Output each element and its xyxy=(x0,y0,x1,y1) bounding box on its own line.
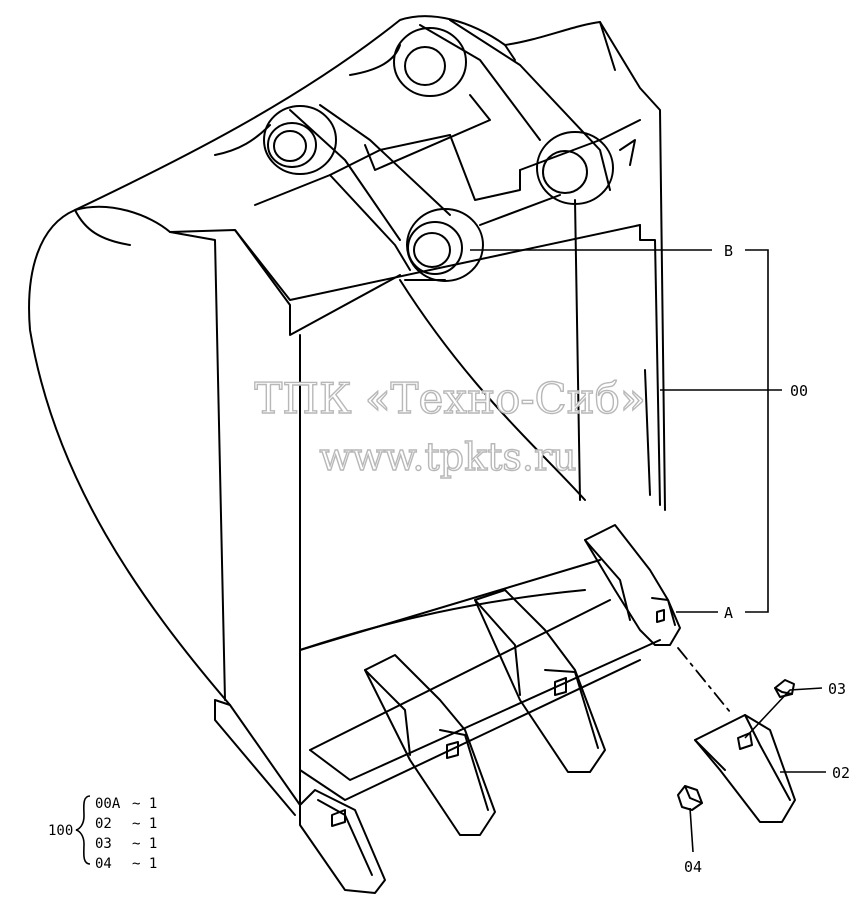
parts-list: 100 00A ~ 1 02 ~ 1 03 ~ 1 04 ~ 1 xyxy=(48,795,157,872)
exploded-tooth-02 xyxy=(694,714,796,823)
tooth-1 xyxy=(299,789,386,894)
lock-04 xyxy=(677,785,703,811)
pin-boss-right xyxy=(536,131,614,205)
callout-b: B xyxy=(724,242,733,260)
upper-cross-beam xyxy=(234,94,641,336)
parts-list-qty: ~ 1 xyxy=(132,856,157,872)
parts-list-assembly: 100 xyxy=(48,823,73,839)
pin-03 xyxy=(774,679,795,698)
bracket-00 xyxy=(745,249,769,613)
leader-lines xyxy=(470,249,826,853)
bucket-right-side xyxy=(574,139,661,506)
pin-boss-b xyxy=(406,208,484,282)
parts-list-code: 00A xyxy=(95,796,121,812)
callout-03: 03 xyxy=(828,680,846,698)
pin-boss-upper-left xyxy=(263,105,337,175)
lug-brackets xyxy=(289,19,611,241)
bucket-interior xyxy=(299,279,601,816)
tooth-3 xyxy=(474,589,606,773)
tooth-2 xyxy=(364,654,496,836)
parts-list-brace xyxy=(75,795,91,865)
watermark-url: www.tpkts.ru xyxy=(319,435,576,479)
callout-00: 00 xyxy=(790,382,808,400)
pin-boss-top xyxy=(393,27,467,97)
cutting-edge-lip xyxy=(299,599,661,801)
leader-04 xyxy=(689,807,694,853)
parts-list-qty: ~ 1 xyxy=(132,816,157,832)
parts-list-qty: ~ 1 xyxy=(132,796,157,812)
watermark: ТПК «Техно-Сиб» www.tpkts.ru xyxy=(254,373,647,479)
tooth-4-a xyxy=(584,524,681,646)
bucket-left-side xyxy=(28,205,301,821)
assembly-chain-line xyxy=(677,647,731,713)
callout-04: 04 xyxy=(684,858,702,876)
watermark-company: ТПК «Техно-Сиб» xyxy=(254,374,645,423)
parts-list-code: 04 xyxy=(95,856,112,872)
parts-list-qty: ~ 1 xyxy=(132,836,157,852)
parts-list-code: 03 xyxy=(95,836,112,852)
callout-a: A xyxy=(724,604,733,622)
bucket-drawing xyxy=(28,15,796,894)
parts-list-code: 02 xyxy=(95,816,112,832)
callout-labels: B A 00 03 02 04 xyxy=(684,242,850,876)
bucket-top-shell xyxy=(74,15,666,511)
leader-03 xyxy=(744,687,823,739)
callout-02: 02 xyxy=(832,764,850,782)
